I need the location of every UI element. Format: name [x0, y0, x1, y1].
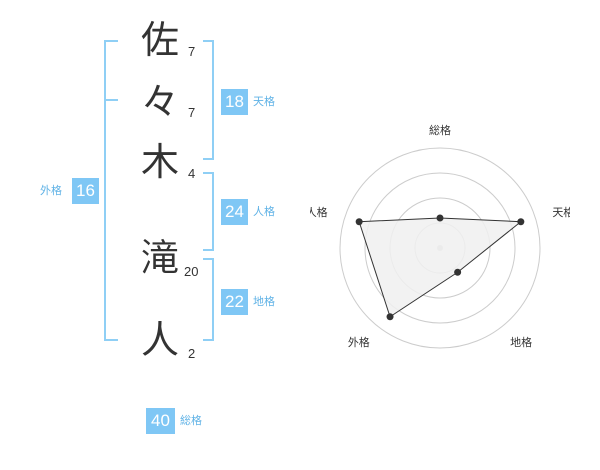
- radar-point-2: [517, 218, 525, 226]
- radar-point-1: [436, 214, 444, 222]
- stroke-count-1: 7: [188, 44, 196, 59]
- radar-axis-label-5: 人格: [310, 205, 328, 219]
- chikaku-label: 地格: [253, 295, 275, 308]
- soukaku-value-badge: 40: [146, 408, 175, 434]
- radar-data-polygon: [358, 217, 523, 318]
- radar-ring-4: [339, 147, 541, 349]
- name-char-5: 人: [140, 318, 179, 362]
- soukaku-label: 総格: [180, 414, 202, 427]
- radar-axis-label-2: 天格: [552, 205, 570, 219]
- chikaku-value-badge: 22: [221, 289, 248, 315]
- stroke-count-5: 2: [188, 346, 196, 361]
- name-char-3: 木: [140, 140, 179, 184]
- tenkaku-label: 天格: [253, 95, 275, 108]
- name-char-1: 佐: [140, 18, 179, 62]
- stroke-count-4: 20: [184, 264, 199, 279]
- radar-axis-label-1: 総格: [429, 123, 451, 137]
- radar-point-5: [355, 218, 363, 226]
- jinkaku-value-badge: 24: [221, 199, 248, 225]
- radar-point-4: [386, 313, 394, 321]
- gaikaku-value-badge: 16: [72, 178, 99, 204]
- jinkaku-label: 人格: [253, 205, 275, 218]
- tenkaku-value-badge: 18: [221, 89, 248, 115]
- radar-axis-label-3: 地格: [510, 335, 532, 349]
- radar-point-3: [454, 268, 462, 276]
- stroke-count-2: 7: [188, 105, 196, 120]
- gaikaku-label: 外格: [40, 184, 62, 197]
- name-char-4: 滝: [140, 236, 179, 280]
- name-char-2: 々: [140, 80, 179, 124]
- stroke-count-3: 4: [188, 166, 196, 181]
- radar-ring-3: [364, 172, 516, 324]
- radar-axis-label-4: 外格: [348, 335, 370, 349]
